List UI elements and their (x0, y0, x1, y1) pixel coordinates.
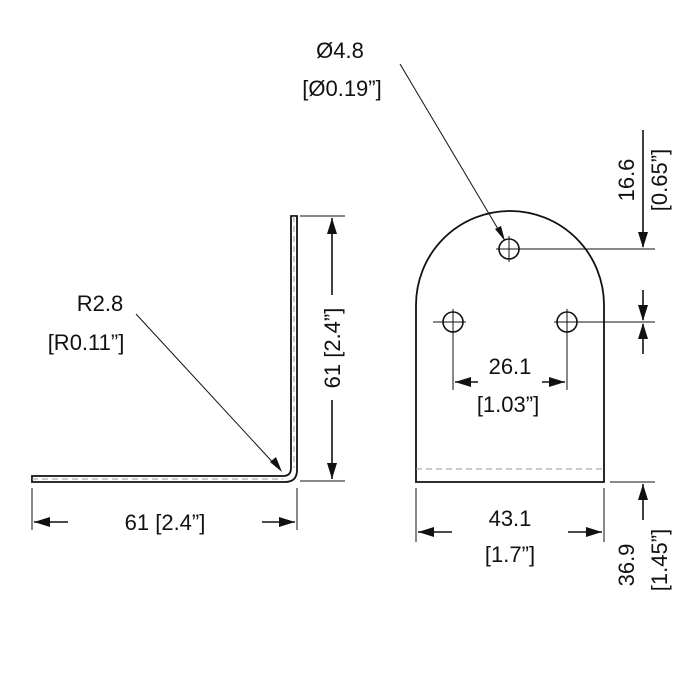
top-offset-label: 16.6 (614, 159, 639, 202)
leg-length-label: 61 [2.4”] (320, 308, 345, 389)
height-label: 36.9 (614, 544, 639, 587)
hole-right (554, 309, 655, 390)
height-inch-label: [1.45”] (647, 529, 672, 591)
bend-radius-inch-label: [R0.11”] (48, 330, 125, 355)
hole-top (496, 236, 522, 262)
top-offset-dimension: 16.6 [0.65”] (522, 130, 672, 354)
bend-radius-label: R2.8 (77, 291, 123, 316)
base-length-dimension: 61 [2.4”] (31, 488, 298, 535)
top-offset-inch-label: [0.65”] (647, 149, 672, 211)
side-view: 61 [2.4”] 61 [2.4”] R2.8 [R0.11”] (31, 215, 345, 535)
base-length-label: 61 [2.4”] (125, 510, 206, 535)
bracket-side-profile (31, 215, 298, 483)
hole-diameter-inch-label: [Ø0.19”] (302, 76, 381, 101)
hole-diameter-callout: Ø4.8 [Ø0.19”] (302, 38, 505, 241)
hole-spacing-dimension: 26.1 [1.03”] (455, 354, 565, 417)
hole-diameter-label: Ø4.8 (316, 38, 364, 63)
front-view: Ø4.8 [Ø0.19”] 16.6 [0.65”] 26.1 [1.03”] (302, 38, 672, 591)
hole-left (433, 309, 466, 390)
hole-spacing-label: 26.1 (489, 354, 532, 379)
bend-radius-callout: R2.8 [R0.11”] (48, 291, 282, 472)
hole-spacing-inch-label: [1.03”] (477, 392, 539, 417)
width-dimension: 43.1 [1.7”] (415, 488, 605, 567)
leg-length-dimension: 61 [2.4”] (300, 215, 345, 482)
height-dimension: 36.9 [1.45”] (610, 481, 672, 591)
tab-outline (415, 210, 605, 483)
width-label: 43.1 (489, 506, 532, 531)
width-inch-label: [1.7”] (485, 542, 535, 567)
